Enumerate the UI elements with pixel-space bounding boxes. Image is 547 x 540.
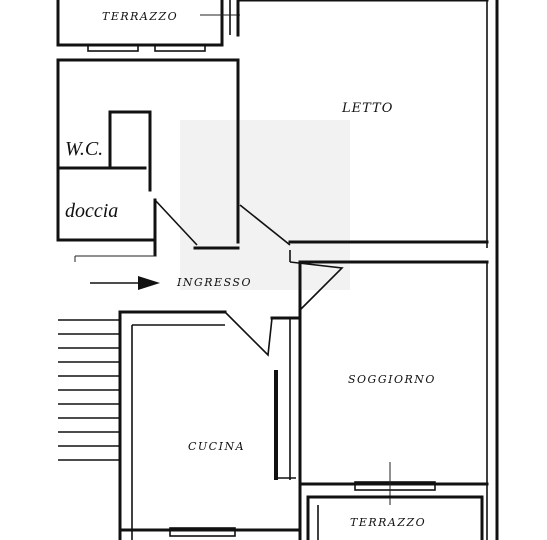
room-label-letto: LETTO xyxy=(341,101,393,116)
room-label-terrazzo-top: TERRAZZO xyxy=(102,10,178,23)
bathroom-walls xyxy=(56,58,291,257)
room-label-cucina: CUCINA xyxy=(188,440,245,453)
room-label-ingresso: INGRESSO xyxy=(176,276,252,289)
stairs-icon xyxy=(58,319,120,461)
watermark xyxy=(180,120,350,290)
cucina-walls xyxy=(118,310,302,540)
arrow-right-icon xyxy=(90,276,160,290)
room-label-terrazzo-bottom: TERRAZZO xyxy=(350,516,426,529)
soggiorno-walls xyxy=(298,260,489,540)
room-label-wc: W.C. xyxy=(65,138,103,160)
room-label-soggiorno: SOGGIORNO xyxy=(348,373,436,386)
terrazzo-top-area xyxy=(56,0,240,52)
central-partition xyxy=(270,260,302,540)
ingresso-area xyxy=(74,250,344,357)
letto-walls xyxy=(236,0,489,244)
room-label-doccia: doccia xyxy=(65,200,118,222)
outer-walls xyxy=(486,0,499,540)
